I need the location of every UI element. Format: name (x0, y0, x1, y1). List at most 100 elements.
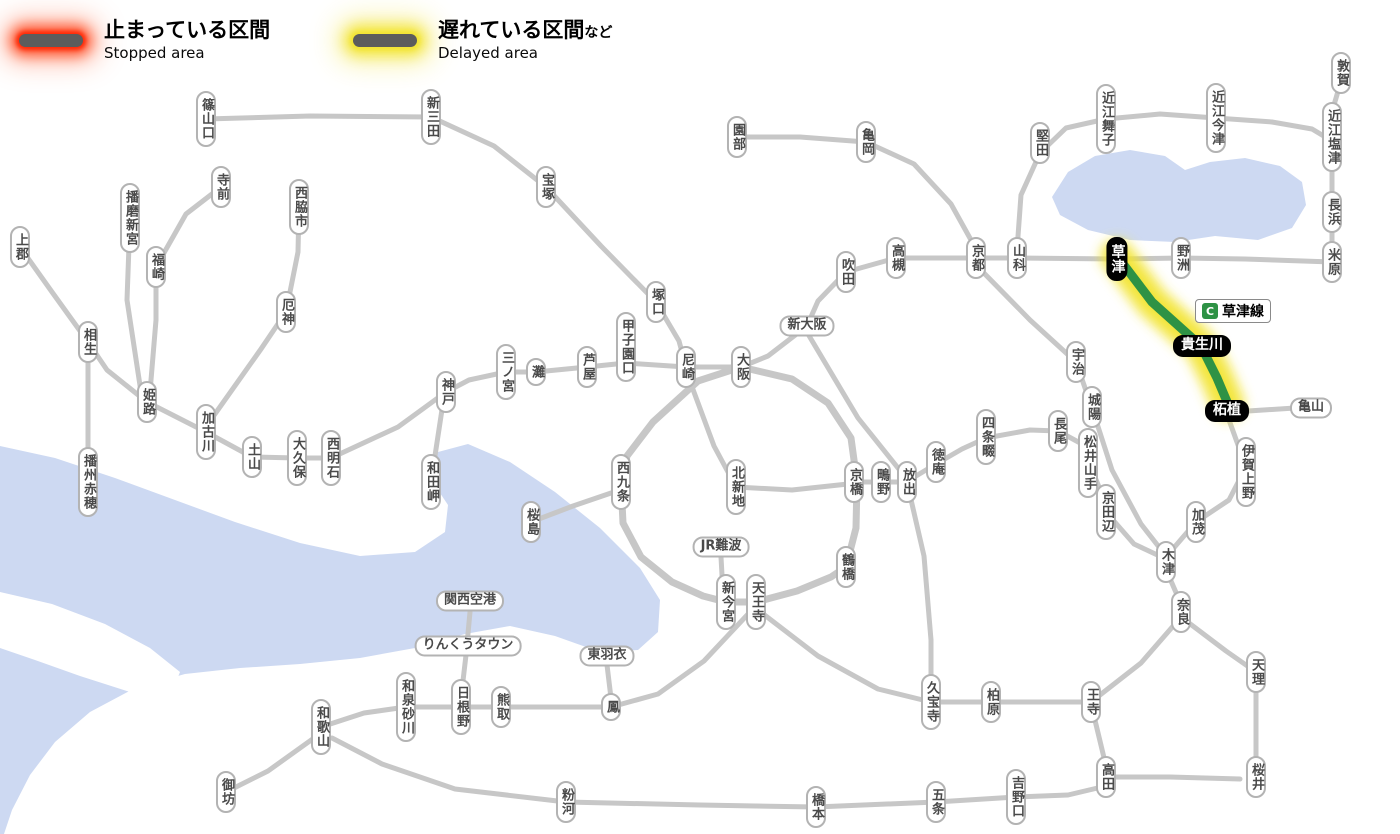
legend-stopped-subtitle: Stopped area (104, 43, 205, 62)
legend-delayed-title: 遅れている区間など (438, 18, 612, 42)
hagoromo-branch (604, 662, 614, 701)
station-天理: 天理 (1245, 651, 1267, 693)
station-天王寺: 天王寺 (745, 574, 767, 630)
station-播磨新宮: 播磨新宮 (119, 183, 141, 253)
station-福崎: 福崎 (145, 246, 167, 288)
legend-stopped: 止まっている区間 Stopped area (8, 16, 270, 64)
station-日根野: 日根野 (450, 679, 472, 735)
station-放出: 放出 (896, 461, 918, 503)
station-宇治: 宇治 (1065, 341, 1087, 383)
station-草津: 草津 (1106, 237, 1128, 281)
station-桜井: 桜井 (1245, 756, 1267, 798)
osaka-higashi-line (805, 331, 934, 703)
station-鶴橋: 鶴橋 (835, 546, 857, 588)
station-三ノ宮: 三ノ宮 (495, 344, 517, 400)
station-関西空港: 関西空港 (435, 590, 505, 612)
station-京田辺: 京田辺 (1095, 484, 1117, 540)
station-京橋: 京橋 (843, 461, 865, 503)
station-柏原: 柏原 (980, 681, 1002, 723)
station-加茂: 加茂 (1185, 501, 1207, 543)
station-土山: 土山 (241, 436, 263, 478)
station-近江塩津: 近江塩津 (1321, 102, 1343, 172)
station-新三田: 新三田 (420, 89, 442, 145)
station-宝塚: 宝塚 (535, 166, 557, 208)
delayed-swatch-wrap (342, 16, 428, 64)
stopped-area-icon (19, 33, 83, 47)
station-米原: 米原 (1321, 241, 1343, 283)
station-王寺: 王寺 (1080, 681, 1102, 723)
station-熊取: 熊取 (490, 686, 512, 728)
legend-stopped-title: 止まっている区間 (104, 18, 271, 43)
osaka-bay (0, 444, 660, 834)
station-新大阪: 新大阪 (779, 315, 835, 337)
station-篠山口: 篠山口 (195, 91, 217, 147)
station-桜島: 桜島 (520, 501, 542, 543)
awaji-island (0, 592, 180, 692)
station-高田: 高田 (1095, 756, 1117, 798)
station-西九条: 西九条 (610, 454, 632, 510)
station-灘: 灘 (525, 358, 547, 386)
station-高槻: 高槻 (885, 237, 907, 279)
station-播州赤穂: 播州赤穂 (77, 447, 99, 517)
line-name-label: 草津線 (1222, 304, 1264, 320)
station-和田岬: 和田岬 (420, 454, 442, 510)
station-加古川: 加古川 (195, 404, 217, 460)
kisei-line (223, 735, 317, 795)
station-尼崎: 尼崎 (675, 346, 697, 388)
legend-delayed: 遅れている区間など Delayed area (342, 16, 612, 64)
station-野洲: 野洲 (1170, 237, 1192, 279)
station-鴫野: 鴫野 (870, 461, 892, 503)
sakurai-line (1182, 617, 1259, 780)
station-りんくうタウン: りんくうタウン (414, 635, 522, 657)
lake-biwa (1052, 150, 1306, 242)
station-貴生川: 貴生川 (1173, 334, 1231, 358)
station-和泉砂川: 和泉砂川 (395, 672, 417, 742)
station-敦賀: 敦賀 (1330, 52, 1352, 94)
sakurajima-line (528, 489, 617, 525)
line-symbol-icon: C (1202, 303, 1218, 319)
kusatsu-line-badge: C 草津線 (1195, 299, 1271, 323)
station-五条: 五条 (925, 781, 947, 823)
station-粉河: 粉河 (555, 781, 577, 823)
station-御坊: 御坊 (215, 771, 237, 813)
station-近江舞子: 近江舞子 (1095, 84, 1117, 154)
station-京都: 京都 (965, 237, 987, 279)
station-山科: 山科 (1006, 237, 1028, 279)
station-姫路: 姫路 (136, 381, 158, 423)
station-長浜: 長浜 (1321, 191, 1343, 233)
station-厄神: 厄神 (275, 291, 297, 333)
station-塚口: 塚口 (645, 281, 667, 323)
station-松井山手: 松井山手 (1077, 428, 1099, 498)
station-園部: 園部 (726, 116, 748, 158)
station-JR難波: JR難波 (692, 536, 750, 558)
station-奈良: 奈良 (1170, 591, 1192, 633)
station-徳庵: 徳庵 (925, 441, 947, 483)
station-亀岡: 亀岡 (855, 121, 877, 163)
station-北新地: 北新地 (725, 459, 747, 515)
station-大阪: 大阪 (730, 346, 752, 388)
station-木津: 木津 (1155, 541, 1177, 583)
legend-delayed-subtitle: Delayed area (438, 43, 538, 62)
station-吹田: 吹田 (835, 251, 857, 293)
station-大久保: 大久保 (286, 430, 308, 486)
station-西明石: 西明石 (320, 430, 342, 486)
station-鳳: 鳳 (600, 693, 622, 721)
station-西脇市: 西脇市 (288, 179, 310, 235)
station-城陽: 城陽 (1081, 386, 1103, 428)
kansai-line-east (1245, 405, 1298, 414)
station-近江今津: 近江今津 (1205, 83, 1227, 153)
station-甲子園口: 甲子園口 (615, 312, 637, 382)
station-寺前: 寺前 (210, 166, 232, 208)
stopped-swatch-wrap (8, 16, 94, 64)
station-長尾: 長尾 (1047, 410, 1069, 452)
legend-delayed-title-suffix: など (584, 25, 613, 42)
station-橋本: 橋本 (805, 786, 827, 828)
station-和歌山: 和歌山 (310, 699, 332, 755)
sagano-line (734, 134, 979, 252)
station-芦屋: 芦屋 (576, 346, 598, 388)
station-四条畷: 四条畷 (975, 409, 997, 465)
station-伊賀上野: 伊賀上野 (1235, 437, 1257, 507)
manyo-line (1103, 774, 1243, 782)
